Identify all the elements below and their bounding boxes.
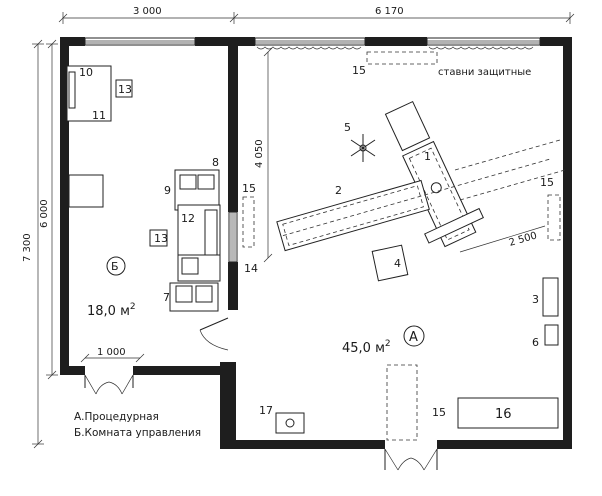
label-5: 5 [344, 121, 351, 134]
room-a-letter: А [409, 330, 418, 345]
label-15-top: 15 [352, 64, 366, 77]
label-7: 7 [163, 291, 170, 304]
label-10: 10 [79, 66, 93, 79]
dim-top-right: 6 170 [375, 6, 404, 17]
x-ray-gantry [384, 100, 484, 248]
dim-left-outer: 7 300 [22, 233, 33, 262]
label-1: 1 [424, 150, 431, 163]
label-15-right: 15 [540, 176, 554, 189]
label-4: 4 [394, 257, 401, 270]
room-a-equipment [242, 51, 566, 441]
label-17: 17 [259, 404, 273, 417]
room-b-equipment [66, 65, 221, 312]
shutters-note: ставни защитные [438, 67, 531, 78]
label-15-mid: 15 [242, 182, 256, 195]
label-3: 3 [532, 293, 539, 306]
room-b-area: 18,0 м2 [87, 302, 136, 319]
legend-b: Б.Комната управления [74, 427, 201, 439]
label-14: 14 [244, 262, 258, 275]
ceiling-lamp [350, 134, 376, 162]
label-2: 2 [335, 184, 342, 197]
label-11: 11 [92, 109, 106, 122]
label-16: 16 [495, 407, 512, 422]
observation-window [228, 211, 238, 263]
room-b-circle [106, 256, 126, 276]
label-9: 9 [164, 184, 171, 197]
label-13a: 13 [118, 83, 132, 96]
doors [84, 317, 438, 471]
dim-left-inner: 6 000 [39, 199, 50, 228]
label-6: 6 [532, 336, 539, 349]
label-12: 12 [181, 212, 195, 225]
label-15-bottom: 15 [432, 406, 446, 419]
room-a-area: 45,0 м2 [342, 339, 391, 356]
dimension-lines [32, 12, 575, 449]
dim-bottom-door: 1 000 [97, 347, 126, 358]
room-b-letter: Б [111, 260, 119, 273]
label-13b: 13 [154, 232, 168, 245]
walls [60, 37, 572, 449]
patient-table [276, 158, 553, 252]
top-windows [84, 37, 541, 50]
room-a-circle [403, 325, 425, 347]
dim-table-span: 2 500 [508, 230, 539, 248]
dim-inner-vertical: 4 050 [254, 139, 265, 168]
dim-top-left: 3 000 [133, 6, 162, 17]
label-8: 8 [212, 156, 219, 169]
legend-a: А.Процедурная [74, 411, 159, 423]
